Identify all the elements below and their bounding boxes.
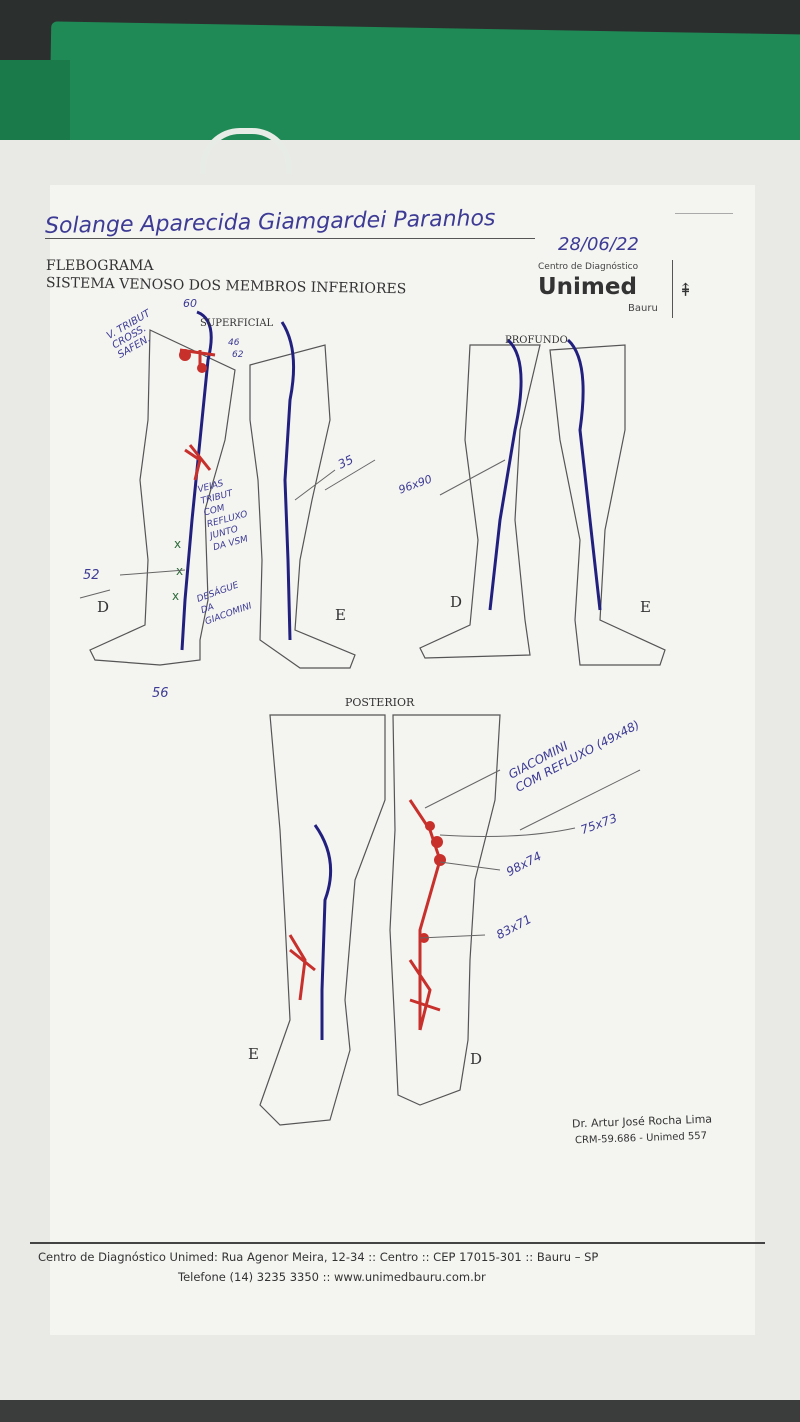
exam-date: 28/06/22 (558, 234, 639, 255)
logo-top-text: Centro de Diagnóstico (538, 262, 639, 272)
footer-rule (30, 1242, 765, 1244)
note-46: 46 (228, 338, 240, 348)
anterior-deep-legs (419, 344, 666, 666)
veins-blue (180, 310, 602, 1040)
green-marks: xxx (172, 537, 183, 603)
unimed-tree-icon: ⇞ (678, 280, 694, 301)
side-label-right-posterior: D (470, 1050, 483, 1068)
document-title: FLEBOGRAMA (46, 258, 154, 274)
desk-edge (0, 1400, 800, 1422)
note-56: 56 (152, 686, 169, 701)
side-label-right: D (97, 598, 110, 616)
name-underline (45, 238, 535, 239)
side-label-right-deep: D (450, 593, 463, 611)
header-rule (675, 213, 733, 214)
logo-divider (672, 260, 673, 318)
profundo-label: PROFUNDO (505, 335, 568, 346)
posterior-legs (259, 714, 501, 1126)
unimed-logo: Unimed (538, 274, 637, 300)
side-label-left: E (335, 606, 346, 624)
side-label-left-posterior: E (248, 1045, 259, 1063)
document-sheet (50, 185, 755, 1335)
superficial-label: SUPERFICIAL (200, 318, 274, 329)
footer-address: Centro de Diagnóstico Unimed: Rua Agenor… (38, 1250, 599, 1264)
logo-city: Bauru (628, 303, 658, 314)
reflux-points (179, 349, 446, 943)
svg-text:x: x (174, 537, 181, 551)
footer-phone: Telefone (14) 3235 3350 :: www.unimedbau… (178, 1270, 486, 1284)
posterior-label: POSTERIOR (345, 696, 415, 709)
note-52: 52 (83, 568, 100, 583)
side-label-left-deep: E (640, 598, 651, 616)
reflux-red (179, 348, 442, 1031)
note-62: 62 (232, 350, 244, 360)
note-60: 60 (183, 297, 197, 310)
annotation-arrows (79, 459, 641, 939)
svg-text:x: x (176, 564, 183, 578)
anterior-superficial-legs (89, 329, 356, 669)
svg-text:x: x (172, 589, 179, 603)
